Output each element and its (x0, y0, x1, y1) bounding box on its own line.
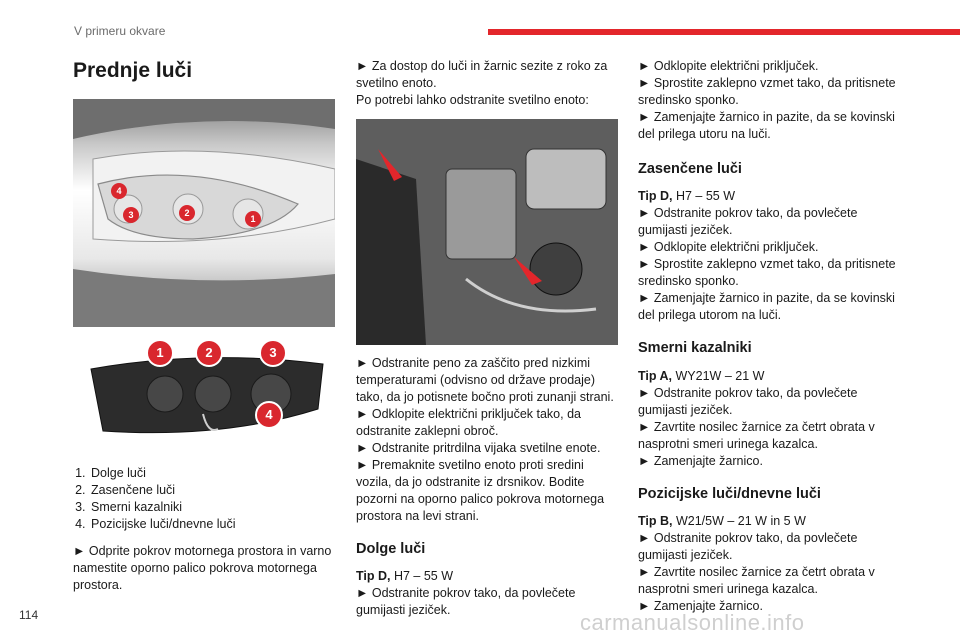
instruction-text: ► Sprostite zaklepno vzmet tako, da prit… (638, 257, 896, 289)
bulb-type-value: W21/5W – 21 W in 5 W (672, 514, 806, 529)
instruction-text: ► Odklopite električni priključek tako, … (356, 407, 581, 438)
watermark: carmanualsonline.info (580, 610, 805, 635)
instruction-text: ► Odstranite pokrov tako, da povlečete g… (638, 531, 858, 563)
instruction-text: ► Odstranite pokrov tako, da povlečete g… (638, 385, 858, 417)
instruction-text: ► Odprite pokrov motornega prostora in v… (73, 544, 332, 593)
page-number: 114 (19, 608, 39, 622)
list-item: Smerni kazalniki (89, 499, 335, 516)
header-accent-bar (488, 29, 960, 35)
instruction-text: ► Zamenjajte žarnico in pazite, da se ko… (638, 110, 895, 141)
bulb-spec: Tip D, H7 – 55 W (356, 568, 618, 585)
instruction-text: ► Odstranite pokrov tako, da povlečete g… (638, 206, 858, 238)
instruction-text: ► Odstranite peno za zaščito pred nizkim… (356, 356, 614, 404)
bulb-spec: Tip B, W21/5W – 21 W in 5 W (638, 513, 900, 530)
bulb-type-label: Tip D, (356, 569, 391, 584)
callout-2: 2 (179, 205, 195, 222)
instruction-text: ► Zamenjajte žarnico. (638, 599, 763, 614)
section-title-dolge: Dolge luči (356, 541, 426, 557)
instruction-text: ► Zamenjajte žarnico. (638, 453, 763, 468)
column-2: ► Za dostop do luči in žarnic sezite z r… (356, 58, 618, 619)
bulb-type-value: H7 – 55 W (390, 569, 454, 584)
list-item: Pozicijske luči/dnevne luči (89, 516, 335, 533)
instruction-text: ► Za dostop do luči in žarnic sezite z r… (356, 59, 608, 90)
callout-lg-2: 2 (195, 339, 223, 368)
instruction-text: Po potrebi lahko odstranite svetilno eno… (356, 93, 589, 107)
section-title-smerni: Smerni kazalniki (638, 340, 752, 357)
bulb-type-label: Tip B, (638, 514, 673, 529)
headlamp-photo: 4 3 2 1 (73, 99, 335, 328)
instruction-text: ► Premaknite svetilno enoto proti sredin… (356, 458, 605, 523)
section-title-pozicijske: Pozicijske luči/dnevne luči (638, 485, 821, 502)
instruction-text: ► Zavrtite nosilec žarnice za četrt obra… (638, 565, 875, 597)
instruction-text: ► Odklopite električni priključek. (638, 59, 819, 73)
bulb-type-label: Tip A, (638, 368, 673, 383)
callout-4: 4 (111, 183, 127, 200)
instruction-text: ► Odstranite pokrov tako, da povlečete g… (356, 586, 576, 618)
callout-lg-4: 4 (255, 401, 283, 430)
bulb-type-value: H7 – 55 W (672, 189, 736, 204)
bulb-spec: Tip A, WY21W – 21 W (638, 368, 900, 385)
headlamp-illustration (73, 99, 335, 328)
headlamp-rear-photo: 1 2 3 4 (73, 339, 335, 452)
engine-bay-illustration (356, 119, 618, 345)
instruction-text: ► Odklopite električni priključek. (638, 240, 819, 255)
list-item: Dolge luči (89, 465, 335, 482)
callout-lg-3: 3 (259, 339, 287, 368)
bulb-spec: Tip D, H7 – 55 W (638, 188, 900, 205)
engine-bay-photo (356, 119, 618, 345)
bulb-type-value: WY21W – 21 W (672, 368, 765, 383)
callout-3: 3 (123, 207, 139, 224)
callout-1: 1 (245, 211, 261, 228)
column-3: ► Odklopite električni priključek. ► Spr… (638, 58, 900, 615)
callout-lg-1: 1 (146, 339, 174, 368)
instruction-text: ► Sprostite zaklepno vzmet tako, da prit… (638, 76, 896, 107)
section-title-zasencene: Zasenčene luči (638, 161, 742, 177)
instruction-text: ► Zavrtite nosilec žarnice za četrt obra… (638, 419, 875, 451)
instruction-text: ► Zamenjajte žarnico in pazite, da se ko… (638, 291, 895, 323)
list-item: Zasenčene luči (89, 482, 335, 499)
lamp-list: Dolge luči Zasenčene luči Smerni kazalni… (73, 465, 335, 533)
instruction-text: ► Odstranite pritrdilna vijaka svetilne … (356, 441, 601, 455)
bulb-type-label: Tip D, (638, 189, 673, 204)
column-1: Prednje luči 4 3 2 1 1 2 3 4 Dolge luči (73, 58, 335, 602)
page-title: Prednje luči (73, 59, 193, 82)
header-section-title: V primeru okvare (74, 24, 166, 38)
